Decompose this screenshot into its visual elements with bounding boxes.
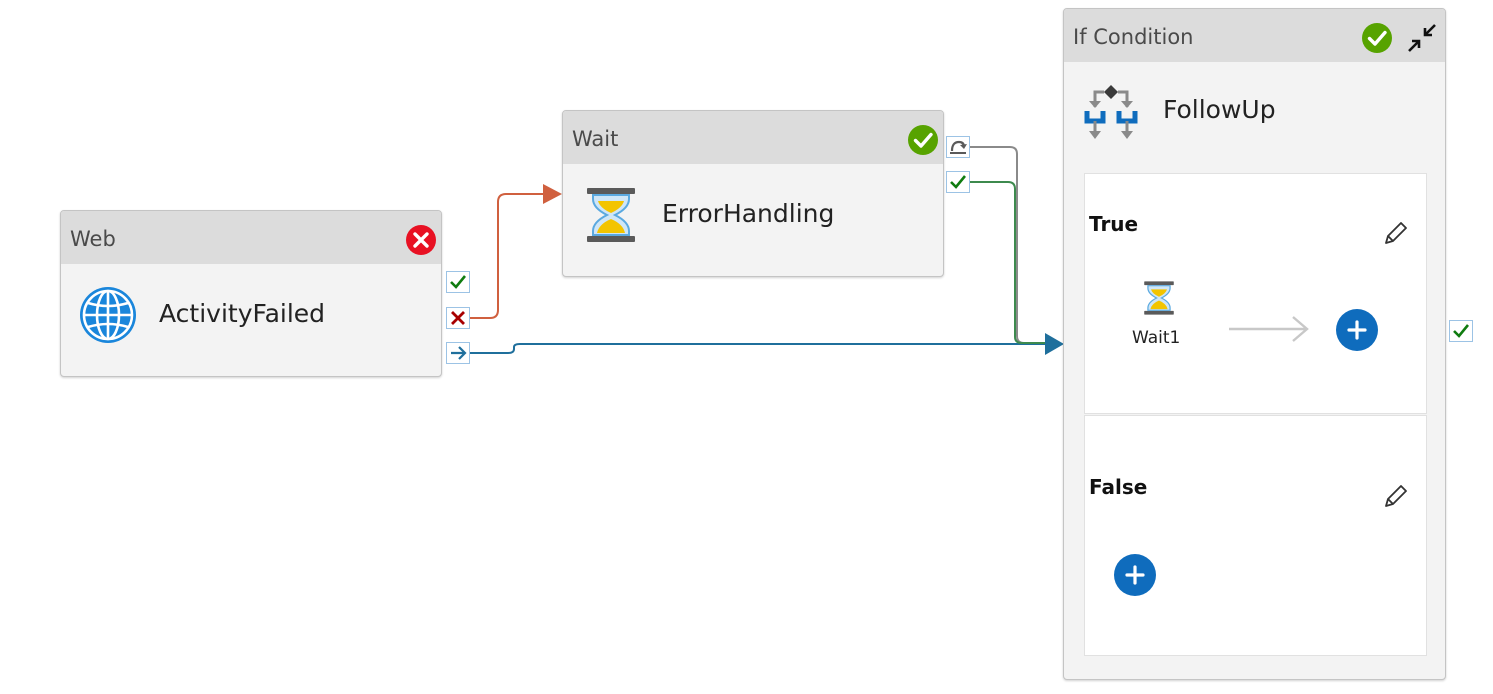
- activity-type-label: Wait: [572, 127, 619, 151]
- success-connector: [970, 181, 1045, 344]
- success-output-port[interactable]: [946, 171, 970, 193]
- true-branch-panel[interactable]: True Wait1: [1084, 173, 1427, 414]
- success-output-port[interactable]: [1449, 320, 1473, 342]
- hourglass-icon: [585, 186, 637, 248]
- wait-activity-node[interactable]: Wait ErrorHandling: [562, 110, 944, 277]
- activity-header: Wait: [563, 111, 943, 164]
- globe-icon: [78, 285, 138, 349]
- add-activity-button[interactable]: [1336, 309, 1378, 351]
- collapse-icon[interactable]: [1405, 21, 1439, 59]
- activity-name: ActivityFailed: [159, 299, 326, 328]
- failed-status-icon: [405, 224, 437, 260]
- activity-header: Web: [61, 211, 441, 264]
- edit-pencil-icon[interactable]: [1381, 483, 1409, 515]
- add-activity-button[interactable]: [1114, 554, 1156, 596]
- hourglass-icon[interactable]: [1143, 280, 1175, 320]
- activity-name: ErrorHandling: [662, 199, 835, 228]
- failure-connector: [469, 193, 543, 319]
- followup-arrowhead: [1045, 333, 1064, 355]
- branch-label: False: [1089, 475, 1148, 499]
- web-activity-node[interactable]: Web ActivityFailed: [60, 210, 442, 377]
- completion-output-port[interactable]: [446, 342, 470, 364]
- skipped-connector: [970, 146, 1045, 344]
- failure-arrowhead: [543, 184, 562, 204]
- activity-name: FollowUp: [1163, 95, 1276, 124]
- succeeded-status-icon: [907, 124, 939, 160]
- activity-type-label: If Condition: [1073, 25, 1194, 49]
- activity-header: If Condition: [1064, 9, 1445, 62]
- branch-label: True: [1089, 212, 1139, 236]
- arrow-right-icon: [1227, 314, 1311, 348]
- false-branch-panel[interactable]: False: [1084, 415, 1427, 656]
- activity-type-label: Web: [70, 227, 116, 251]
- if-condition-node[interactable]: If Condition: [1063, 8, 1446, 680]
- success-output-port[interactable]: [446, 271, 470, 293]
- if-condition-icon: [1083, 83, 1139, 147]
- succeeded-status-icon: [1361, 22, 1393, 58]
- skipped-output-port[interactable]: [946, 136, 970, 158]
- completion-connector: [469, 343, 1045, 354]
- edit-pencil-icon[interactable]: [1381, 220, 1409, 252]
- activity-name[interactable]: Wait1: [1132, 328, 1181, 348]
- failure-output-port[interactable]: [446, 307, 470, 329]
